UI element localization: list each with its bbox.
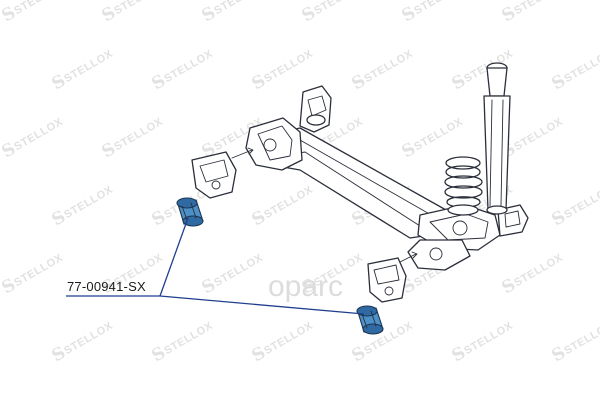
mounting-bracket-icon [192, 148, 253, 198]
watermark-brand: STELLOX [12, 116, 65, 154]
watermark-brand: STELLOX [412, 116, 465, 154]
watermark-brand: STELLOX [12, 252, 65, 290]
watermark-brand: STELLOX [262, 320, 315, 358]
watermark-brand: STELLOX [162, 48, 215, 86]
watermark-brand: STELLOX [112, 116, 165, 154]
watermark-brand: STELLOX [212, 0, 265, 17]
bushing-icon [357, 306, 383, 334]
shock-absorber-icon [484, 63, 510, 214]
watermark-brand: STELLOX [62, 184, 115, 222]
watermark-brand: STELLOX [212, 252, 265, 290]
watermark-brand: STELLOX [562, 48, 600, 86]
watermark-brand: STELLOX [312, 0, 365, 17]
watermark-brand: STELLOX [562, 184, 600, 222]
watermark-brand: STELLOX [162, 320, 215, 358]
watermark-brand: STELLOX [512, 0, 565, 17]
watermark-brand: STELLOX [512, 252, 565, 290]
watermark-brand: STELLOX [112, 0, 165, 17]
watermark-brand: STELLOX [62, 320, 115, 358]
watermark-brand: STELLOX [412, 0, 465, 17]
watermark-brand: STELLOX [262, 184, 315, 222]
watermark-brand: STELLOX [12, 0, 65, 17]
part-number-label: 77-00941-SX [67, 279, 146, 294]
watermark-brand: STELLOX [562, 320, 600, 358]
watermark-brand: STELLOX [362, 48, 415, 86]
watermark-site: oparc [268, 270, 343, 303]
watermark-brand: STELLOX [462, 320, 515, 358]
watermark-brand: STELLOX [512, 116, 565, 154]
watermark-brand: STELLOX [62, 48, 115, 86]
watermark-brand: STELLOX [262, 48, 315, 86]
